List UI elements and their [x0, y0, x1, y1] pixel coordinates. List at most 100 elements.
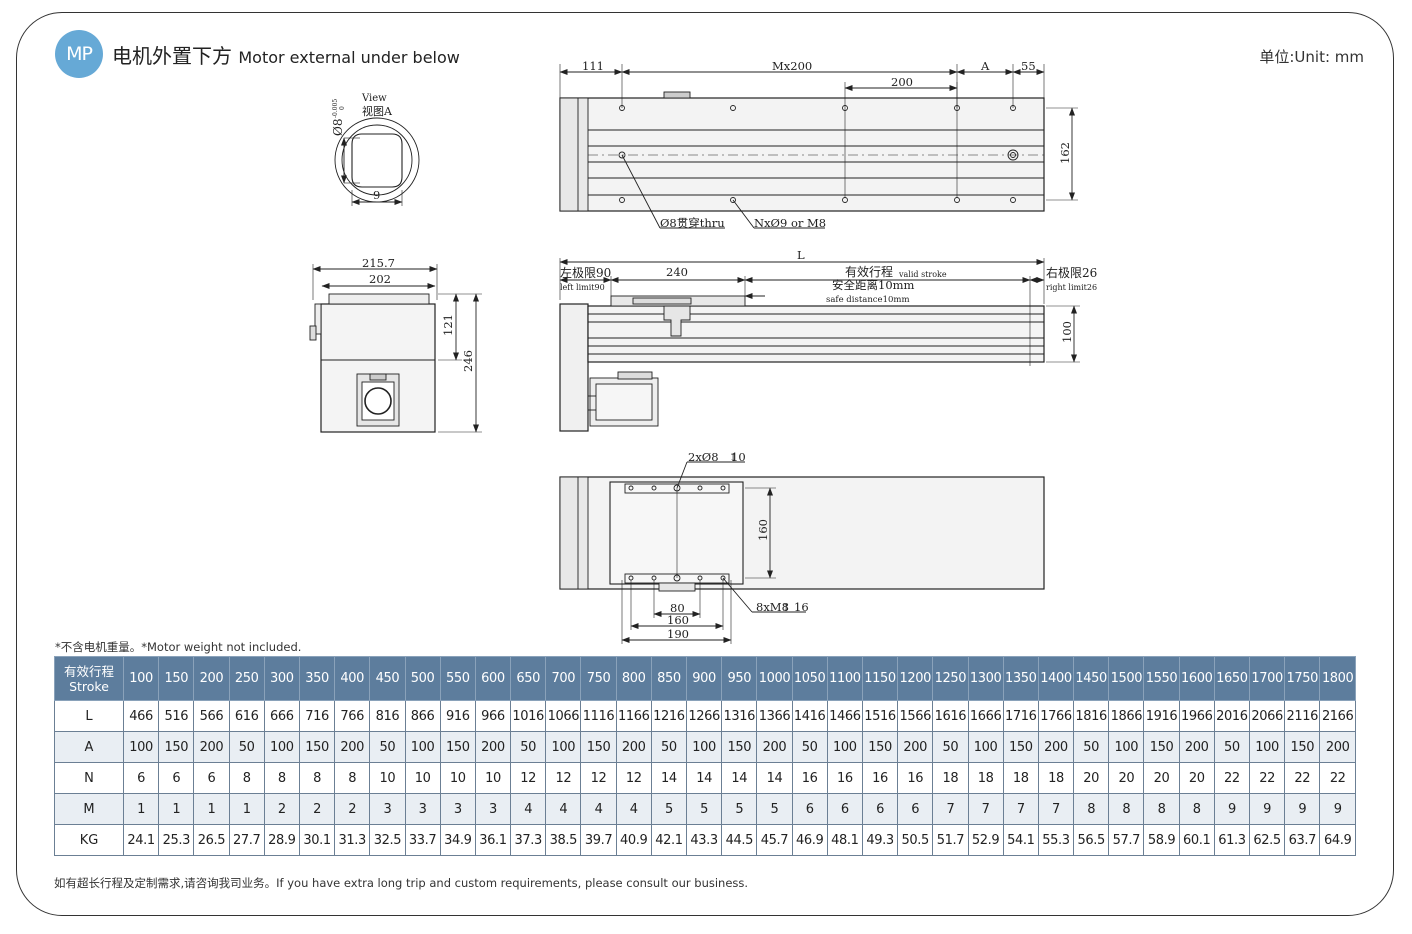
table-cell: 36.1	[474, 824, 512, 856]
table-cell: 1066	[545, 700, 582, 732]
table-cell: 1116	[580, 700, 617, 732]
side-valid-stroke-en: valid stroke	[898, 270, 947, 279]
table-cell: 1216	[650, 700, 688, 732]
table-cell: 666	[263, 700, 300, 732]
table-cell: 200	[756, 731, 793, 763]
stroke-header-value: 1350	[1002, 656, 1039, 701]
table-cell: 63.7	[1284, 824, 1321, 856]
stroke-header-value: 250	[228, 656, 265, 701]
table-cell: 1016	[510, 700, 547, 732]
stroke-header-value: 1800	[1319, 656, 1356, 701]
table-cell: 100	[1248, 731, 1286, 763]
top-thru-label: Ø8贯穿thru	[660, 216, 725, 230]
top-dim-mx200: Mx200	[772, 59, 812, 73]
table-cell: 150	[861, 731, 899, 763]
end-view-dim-121: 121	[441, 314, 455, 336]
table-cell: 48.1	[826, 824, 863, 856]
table-cell: 6	[791, 793, 828, 825]
title-cn: 电机外置下方	[112, 44, 232, 68]
table-cell: 7	[1002, 793, 1039, 825]
top-dim-a: A	[980, 59, 990, 73]
table-cell: 8	[298, 762, 336, 794]
stroke-header-value: 700	[545, 656, 582, 701]
table-cell: 516	[158, 700, 195, 732]
table-cell: 12	[510, 762, 547, 794]
svg-text:↧: ↧	[729, 453, 737, 464]
table-cell: 50	[369, 731, 406, 763]
table-cell: 966	[474, 700, 512, 732]
table-cell: 1466	[826, 700, 863, 732]
table-cell: 22	[1319, 762, 1356, 794]
table-cell: 22	[1213, 762, 1251, 794]
table-cell: 28.9	[263, 824, 300, 856]
table-cell: 716	[298, 700, 336, 732]
table-cell: 2	[334, 793, 371, 825]
table-cell: 60.1	[1178, 824, 1215, 856]
table-cell: 9	[1284, 793, 1321, 825]
footer-note: 如有超长行程及定制需求,请咨询我司业务。If you have extra lo…	[54, 876, 749, 890]
table-cell: 50.5	[897, 824, 934, 856]
table-cell: 816	[369, 700, 406, 732]
table-cell: 616	[228, 700, 265, 732]
view-a-tol-lower: 0	[339, 106, 346, 110]
table-cell: 22	[1248, 762, 1286, 794]
table-cell: 200	[474, 731, 512, 763]
table-cell: 14	[756, 762, 793, 794]
table-cell: 24.1	[122, 824, 160, 856]
row-label: A	[54, 731, 124, 763]
row-label: M	[54, 793, 124, 825]
table-cell: 9	[1213, 793, 1251, 825]
side-safe-distance-en: safe distance10mm	[826, 295, 910, 305]
table-cell: 62.5	[1248, 824, 1286, 856]
table-cell: 200	[615, 731, 652, 763]
stroke-header-value: 1250	[932, 656, 969, 701]
bottom-holes-2-label: 2xØ8	[688, 450, 719, 464]
stroke-header-value: 1200	[897, 656, 934, 701]
table-cell: 916	[439, 700, 476, 732]
top-dim-55: 55	[1021, 59, 1036, 73]
table-cell: 42.1	[650, 824, 688, 856]
stroke-header-value: 1650	[1213, 656, 1251, 701]
table-cell: 4	[615, 793, 652, 825]
top-dim-111: 111	[582, 59, 604, 73]
table-cell: 1766	[1037, 700, 1075, 732]
table-cell: 200	[334, 731, 371, 763]
stroke-header-value: 1100	[826, 656, 863, 701]
table-cell: 37.3	[510, 824, 547, 856]
table-cell: 44.5	[721, 824, 758, 856]
table-cell: 1	[158, 793, 195, 825]
stroke-header-value: 200	[193, 656, 230, 701]
stroke-header-value: 550	[439, 656, 476, 701]
side-dim-100: 100	[1060, 321, 1074, 343]
table-cell: 1166	[615, 700, 652, 732]
top-holes-label: NxØ9 or M8	[754, 216, 826, 230]
table-cell: 14	[650, 762, 688, 794]
table-cell: 1816	[1073, 700, 1110, 732]
stroke-header-value: 650	[510, 656, 547, 701]
table-cell: 200	[1319, 731, 1356, 763]
stroke-header-value: 1600	[1178, 656, 1215, 701]
title-en: Motor external under below	[238, 48, 460, 67]
top-dim-162: 162	[1058, 142, 1072, 164]
table-cell: 16	[897, 762, 934, 794]
stroke-header-value: 400	[334, 656, 371, 701]
stroke-header-value: 1150	[861, 656, 899, 701]
table-cell: 16	[826, 762, 863, 794]
table-cell: 30.1	[298, 824, 336, 856]
stroke-header-value: 1700	[1248, 656, 1286, 701]
table-cell: 33.7	[404, 824, 441, 856]
technical-drawing: View 视图A -0.005 0 Ø8 9 215.7 202 121 246…	[309, 59, 1097, 644]
end-view-dim-215: 215.7	[362, 256, 395, 270]
stroke-header-value: 850	[650, 656, 688, 701]
end-view-drawing	[309, 264, 482, 433]
table-cell: 100	[967, 731, 1004, 763]
stroke-header-value: 500	[404, 656, 441, 701]
side-right-limit-cn: 右极限26	[1046, 265, 1097, 280]
table-cell: 150	[580, 731, 617, 763]
table-cell: 1966	[1178, 700, 1215, 732]
table-cell: 9	[1319, 793, 1356, 825]
bottom-dim-190: 190	[667, 627, 689, 641]
side-left-limit-en: left limit90	[560, 283, 605, 292]
side-dim-240: 240	[666, 265, 688, 279]
table-cell: 4	[545, 793, 582, 825]
